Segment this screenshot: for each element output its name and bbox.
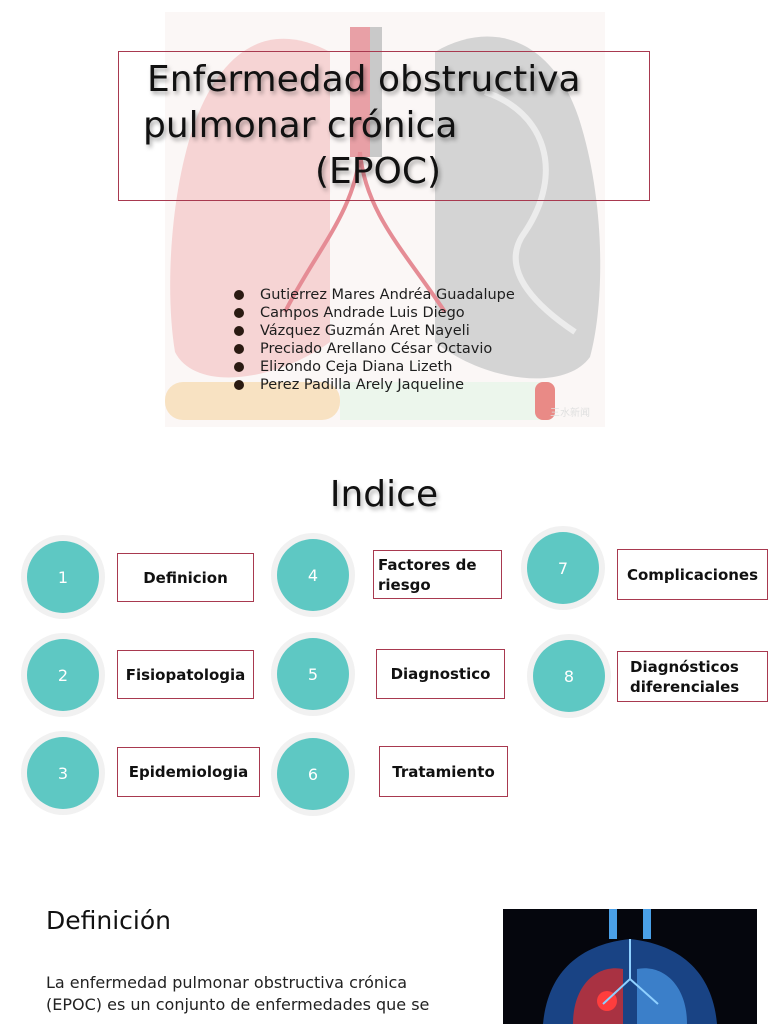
author-item: Campos Andrade Luis Diego — [234, 304, 515, 322]
bullet-icon — [234, 290, 244, 300]
title-line-3: (EPOC) — [315, 151, 442, 192]
index-number: 2 — [27, 639, 99, 711]
definition-body: La enfermedad pulmonar obstructiva cróni… — [46, 973, 430, 1014]
author-name: Preciado Arellano César Octavio — [260, 341, 493, 357]
index-number-circle[interactable]: 8 — [527, 634, 611, 718]
index-item-diagnostico[interactable]: Diagnostico — [376, 649, 505, 699]
presentation-title: Enfermedad obstructiva pulmonar crónica … — [119, 52, 649, 200]
index-item-diagnosticos-diferenciales[interactable]: Diagnósticos diferenciales — [617, 651, 768, 702]
index-number: 7 — [527, 532, 599, 604]
index-number: 5 — [277, 638, 349, 710]
author-item: Vázquez Guzmán Aret Nayeli — [234, 322, 515, 340]
index-number-circle[interactable]: 3 — [21, 731, 105, 815]
index-number: 3 — [27, 737, 99, 809]
title-frame: Enfermedad obstructiva pulmonar crónica … — [118, 51, 650, 201]
author-item: Gutierrez Mares Andréa Guadalupe — [234, 286, 515, 304]
title-line-1: Enfermedad obstructiva — [147, 59, 581, 100]
bullet-icon — [234, 326, 244, 336]
bullet-icon — [234, 362, 244, 372]
index-number-circle[interactable]: 5 — [271, 632, 355, 716]
author-name: Perez Padilla Arely Jaqueline — [260, 377, 465, 393]
index-number: 8 — [533, 640, 605, 712]
index-item-fisiopatologia[interactable]: Fisiopatologia — [117, 650, 254, 699]
author-name: Vázquez Guzmán Aret Nayeli — [260, 323, 470, 339]
index-item-definicion[interactable]: Definicion — [117, 553, 254, 602]
index-item-factores-de-riesgo[interactable]: Factores de riesgo — [373, 550, 502, 599]
definition-title: Definición — [46, 906, 171, 935]
author-name: Elizondo Ceja Diana Lizeth — [260, 359, 453, 375]
index-item-tratamiento[interactable]: Tratamiento — [379, 746, 508, 797]
author-item: Perez Padilla Arely Jaqueline — [234, 376, 515, 394]
title-line-2: pulmonar crónica — [143, 105, 458, 146]
index-number-circle[interactable]: 4 — [271, 533, 355, 617]
bullet-icon — [234, 380, 244, 390]
author-name: Gutierrez Mares Andréa Guadalupe — [260, 287, 515, 303]
bullet-icon — [234, 308, 244, 318]
title-slide: 三水新闻 Enfermedad obstructiva pulmonar cró… — [0, 0, 768, 440]
index-title: Indice — [329, 474, 439, 515]
index-number: 1 — [27, 541, 99, 613]
index-number: 4 — [277, 539, 349, 611]
torso-lungs-illustration — [503, 909, 757, 1024]
index-number-circle[interactable]: 6 — [271, 732, 355, 816]
index-item-complicaciones[interactable]: Complicaciones — [617, 549, 768, 600]
lungs-illustration: 三水新闻 — [165, 12, 605, 427]
index-number-circle[interactable]: 1 — [21, 535, 105, 619]
index-number-circle[interactable]: 7 — [521, 526, 605, 610]
index-item-epidemiologia[interactable]: Epidemiologia — [117, 747, 260, 797]
author-item: Preciado Arellano César Octavio — [234, 340, 515, 358]
index-number: 6 — [277, 738, 349, 810]
torso-lungs-image — [503, 909, 757, 1024]
bullet-icon — [234, 344, 244, 354]
author-list: Gutierrez Mares Andréa Guadalupe Campos … — [234, 286, 515, 394]
watermark-text: 三水新闻 — [550, 406, 590, 419]
author-name: Campos Andrade Luis Diego — [260, 305, 465, 321]
author-item: Elizondo Ceja Diana Lizeth — [234, 358, 515, 376]
index-number-circle[interactable]: 2 — [21, 633, 105, 717]
